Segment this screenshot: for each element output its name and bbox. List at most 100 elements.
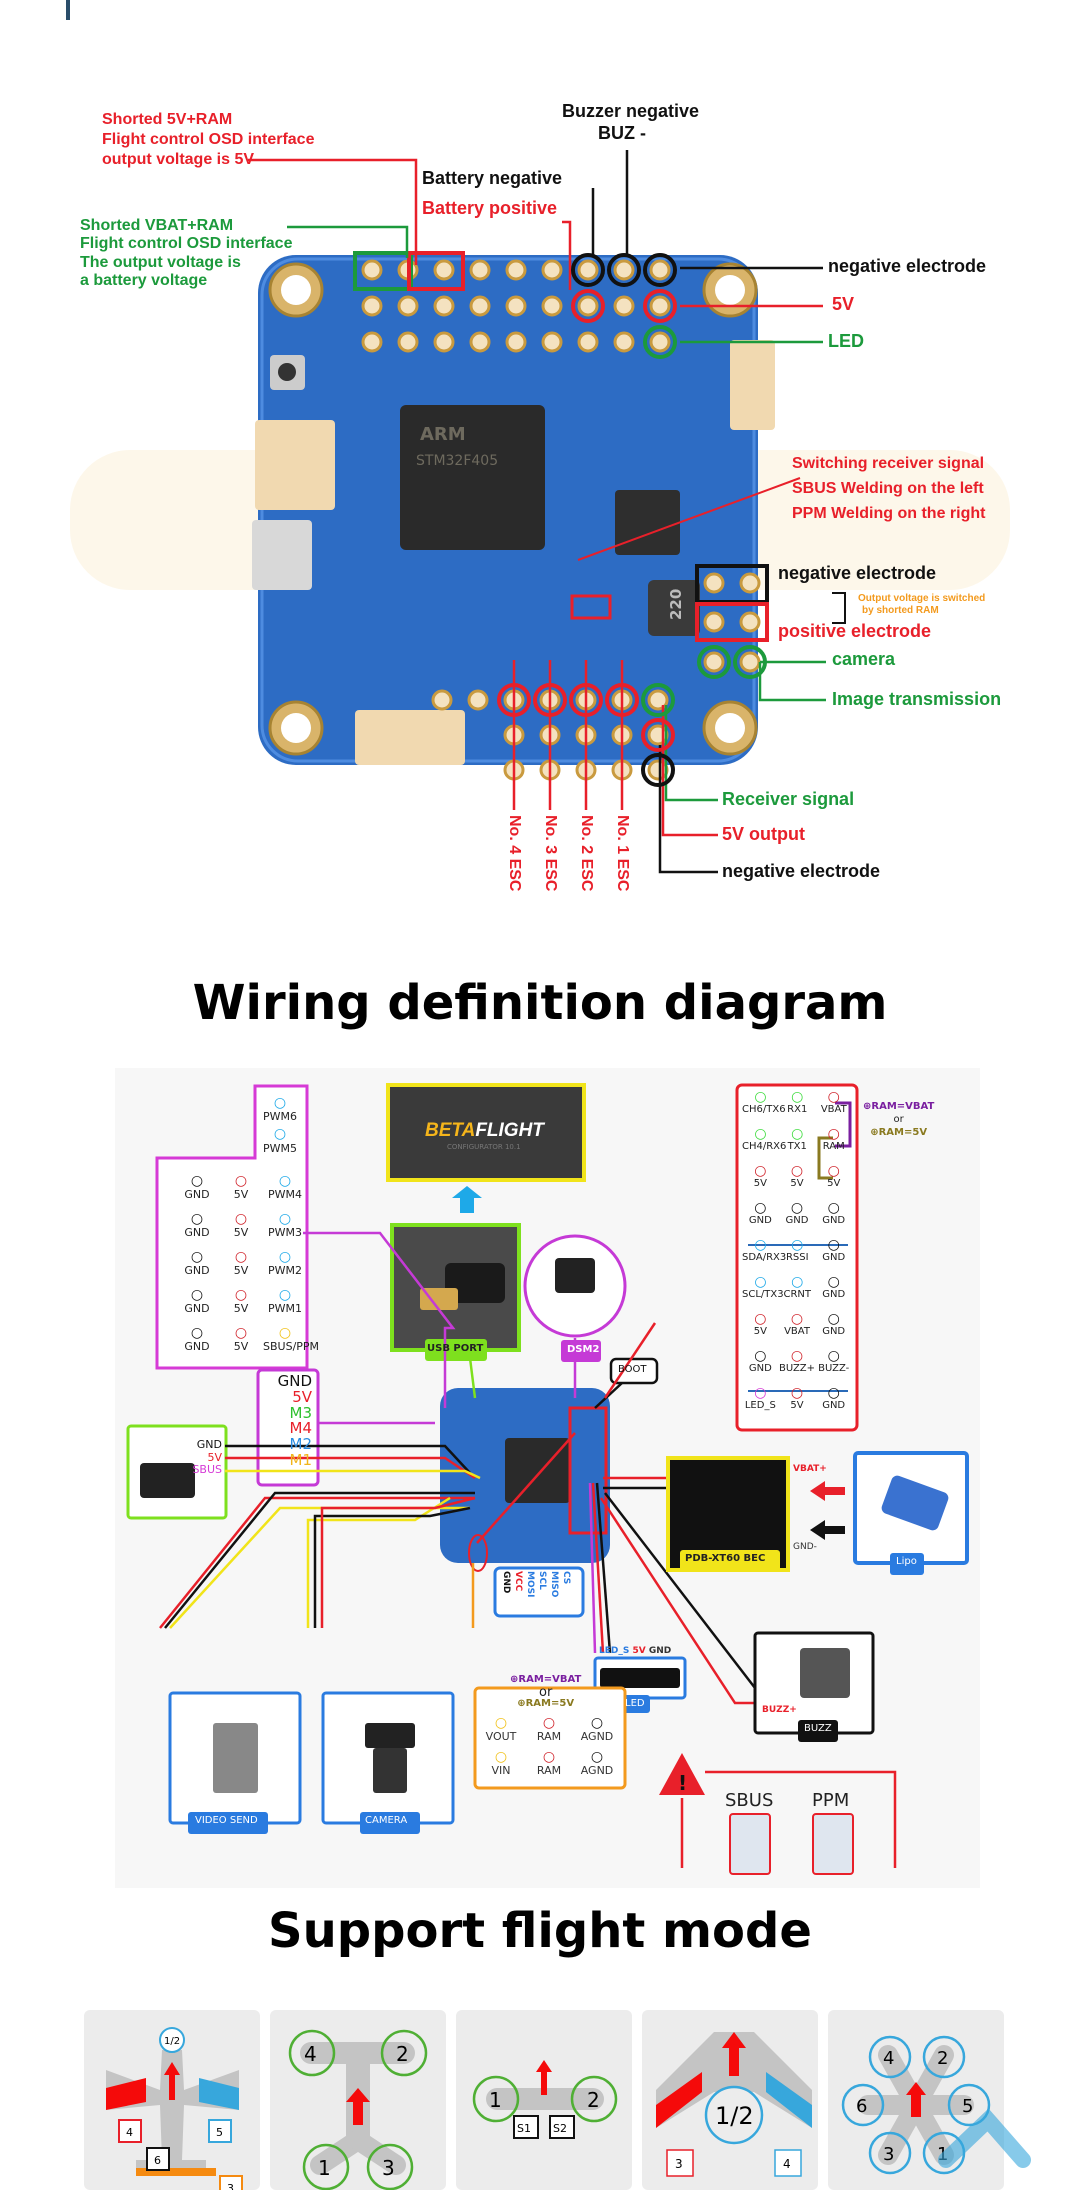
vbat-arrow-icon bbox=[810, 1481, 845, 1501]
solder-pad bbox=[739, 611, 761, 633]
pin-label: CH6/TX6 bbox=[742, 1103, 786, 1115]
pin: ○GND bbox=[815, 1312, 852, 1349]
led-ring bbox=[643, 325, 677, 359]
pin: ○VOUT bbox=[477, 1716, 525, 1750]
svg-text:4: 4 bbox=[304, 2042, 317, 2066]
pin-ring-icon: ○ bbox=[827, 1348, 840, 1364]
esc-label-3: No. 3 ESC bbox=[542, 815, 559, 892]
osd-ram-legend: ⊕RAM=VBAT or ⊕RAM=5V bbox=[510, 1674, 582, 1710]
pin-label: GND bbox=[748, 1214, 772, 1226]
callout-5v-output: 5V output bbox=[722, 824, 805, 844]
solder-pad bbox=[739, 651, 761, 673]
solder-pad bbox=[577, 295, 599, 317]
pin: ○PWM4 bbox=[263, 1174, 307, 1212]
pin-ring-icon: ○ bbox=[590, 1749, 604, 1765]
solder-pad bbox=[505, 259, 527, 281]
pin-row: ○GND○BUZZ+○BUZZ- bbox=[742, 1349, 852, 1386]
scroll-indicator bbox=[66, 0, 70, 20]
pin: ○RAM bbox=[525, 1750, 573, 1784]
flying-wing-icon: 1/2 3 4 bbox=[656, 2032, 812, 2177]
solder-pad bbox=[647, 689, 669, 711]
receiver-pin-labels: GND 5V SBUS bbox=[192, 1438, 222, 1477]
pin-ring-icon: ○ bbox=[754, 1274, 767, 1290]
scroll-to-top-icon bbox=[938, 2108, 1031, 2168]
pin-ring-icon: ○ bbox=[791, 1237, 804, 1253]
flight-mode-card-bicopter: 1 2 S1 S2 bbox=[456, 2010, 632, 2190]
spi-pin-label: MOSI bbox=[525, 1571, 535, 1598]
hexacopter-icon: 4 2 6 5 3 1 bbox=[841, 2035, 1031, 2175]
pin-ring-icon: ○ bbox=[754, 1089, 767, 1105]
pin-label: GND bbox=[822, 1251, 846, 1263]
bec-gnd-label: GND- bbox=[793, 1542, 817, 1552]
callout-output-note: Output voltage is switched by shorted RA… bbox=[858, 593, 986, 616]
pin-label: 5V bbox=[233, 1225, 249, 1239]
svg-text:1/2: 1/2 bbox=[715, 2102, 754, 2130]
pin-label: 5V bbox=[233, 1263, 249, 1277]
pin-label: GND bbox=[184, 1301, 210, 1315]
flight-mode-title: Support flight mode bbox=[268, 1903, 812, 1959]
pin-row: ○CH6/TX6○RX1○VBAT bbox=[742, 1090, 852, 1127]
pin-ring-icon: ○ bbox=[234, 1173, 248, 1189]
pin-ring-icon: ○ bbox=[190, 1249, 204, 1265]
pin-label: PWM2 bbox=[268, 1263, 302, 1277]
pwm-top-pins: ○PWM6 ○PWM5 bbox=[263, 1095, 297, 1155]
video-send-label: VIDEO SEND bbox=[195, 1815, 258, 1826]
5v-output-ring bbox=[641, 718, 675, 752]
pin-label: 5V bbox=[827, 1177, 841, 1189]
pin-ring-icon: ○ bbox=[754, 1311, 767, 1327]
pin: ○LED_S bbox=[742, 1386, 779, 1423]
pin-label: 5V bbox=[753, 1325, 767, 1337]
wiring-title: Wiring definition diagram bbox=[192, 975, 888, 1031]
callout-receiver-signal: Receiver signal bbox=[722, 789, 855, 809]
solder-pad bbox=[703, 651, 725, 673]
pin: ○VBAT bbox=[816, 1090, 853, 1127]
buzzer-pin-label: BUZZ+ bbox=[762, 1705, 797, 1715]
camera-label: CAMERA bbox=[365, 1815, 408, 1826]
pin-ring-icon: ○ bbox=[791, 1126, 804, 1142]
wiring-diagram: ! ○PWM6 ○PWM5 ○GND○5V○PWM4○GND○5V○PWM3○G… bbox=[115, 1068, 980, 1888]
pin: ○GND bbox=[175, 1288, 219, 1326]
betaflight-panel bbox=[386, 1083, 586, 1182]
warning-icon bbox=[659, 1753, 705, 1795]
pin: ○5V bbox=[219, 1250, 263, 1288]
pin-label: 5V bbox=[790, 1177, 804, 1189]
usb-port-label: USB PORT bbox=[427, 1343, 484, 1354]
solder-pad bbox=[577, 331, 599, 353]
solder-pad bbox=[469, 295, 491, 317]
pin: ○5V bbox=[779, 1164, 816, 1201]
pin-ring-icon: ○ bbox=[790, 1385, 804, 1401]
ppm-select-label: PPM bbox=[812, 1790, 850, 1811]
pin-label: VBAT bbox=[784, 1325, 810, 1337]
solder-pad bbox=[613, 259, 635, 281]
led-pin-labels: LED_S 5V GND bbox=[599, 1646, 672, 1656]
pin-label: SBUS/PPM bbox=[263, 1339, 320, 1353]
pin-label: LED_S bbox=[744, 1399, 776, 1411]
flight-mode-card-flying-wing: 1/2 3 4 bbox=[642, 2010, 818, 2190]
pin-ring-icon: ○ bbox=[790, 1200, 804, 1216]
bec-vbat-label: VBAT+ bbox=[793, 1464, 827, 1474]
callout-led: LED bbox=[828, 331, 864, 351]
pin: ○RAM bbox=[525, 1716, 573, 1750]
solder-pad bbox=[613, 295, 635, 317]
pin-ring-icon: ○ bbox=[590, 1715, 604, 1731]
solder-pad bbox=[397, 295, 419, 317]
callout-camera: camera bbox=[832, 649, 896, 669]
pin-ring-icon: ○ bbox=[278, 1287, 292, 1303]
pin: ○SBUS/PPM bbox=[263, 1326, 320, 1364]
pin-label: GND bbox=[822, 1214, 846, 1226]
lipo-label: Lipo bbox=[896, 1556, 917, 1567]
pin: ○GND bbox=[816, 1275, 853, 1312]
pin-label: AGND bbox=[580, 1763, 614, 1777]
pin-ring-icon: ○ bbox=[790, 1311, 804, 1327]
pin-ring-icon: ○ bbox=[827, 1089, 840, 1105]
pin-label: GND bbox=[184, 1263, 210, 1277]
solder-pad bbox=[541, 295, 563, 317]
pin-ring-icon: ○ bbox=[494, 1715, 508, 1731]
pin-ring-icon: ○ bbox=[827, 1163, 840, 1179]
pin-ring-icon: ○ bbox=[827, 1274, 840, 1290]
pin-label: AGND bbox=[580, 1729, 614, 1743]
pin-label: 5V bbox=[233, 1339, 249, 1353]
callout-shorted-5v-ram: Shorted 5V+RAM Flight control OSD interf… bbox=[102, 111, 315, 168]
pin: ○AGND bbox=[573, 1716, 621, 1750]
pin: ○5V bbox=[219, 1288, 263, 1326]
